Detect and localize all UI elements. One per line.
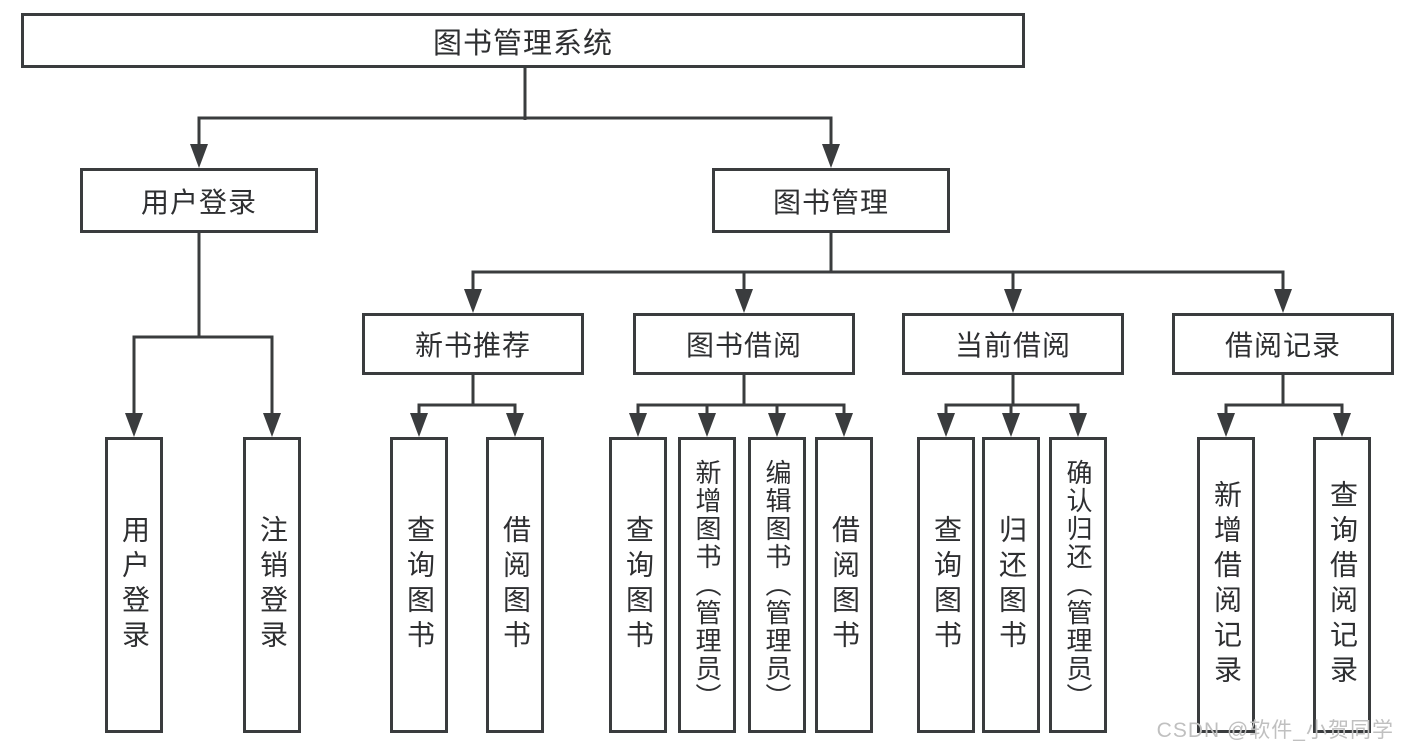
leaf-label: 新增借阅记录 [1211,480,1242,690]
edge-root-to-level2 [197,68,833,150]
leaf-borrow-books: 借阅图书 [815,437,873,733]
leaf-query-borrow-record: 查询借阅记录 [1313,437,1371,733]
arrow-icon [835,413,853,437]
leaf-query-books-current: 查询图书 [917,437,975,733]
arrow-icon [698,413,716,437]
leaf-confirm-return-admin: 确认归还（管理员） [1049,437,1107,733]
tree-edges [132,68,1344,420]
leaf-label: 查询图书 [623,515,654,655]
leaf-query-books-recommend: 查询图书 [390,437,448,733]
arrow-icon [125,413,143,437]
node-book-management: 图书管理 [712,168,950,233]
arrow-icon [1274,289,1292,313]
leaf-label: 确认归还（管理员） [1063,459,1093,711]
arrow-icon [629,413,647,437]
arrow-icon [1004,289,1022,313]
arrowheads [125,144,1351,437]
edge-book-borrow-to-children [636,375,846,420]
edge-new-book-to-children [417,375,517,420]
arrow-icon [464,289,482,313]
node-current-borrowing: 当前借阅 [902,313,1124,375]
node-borrowing-records: 借阅记录 [1172,313,1394,375]
edge-user-login-to-children [132,233,274,420]
leaf-add-books-admin: 新增图书（管理员） [678,437,736,733]
leaf-label: 新增图书（管理员） [692,459,722,711]
leaf-return-books: 归还图书 [982,437,1040,733]
arrow-icon [1069,413,1087,437]
arrow-icon [937,413,955,437]
leaf-label: 查询图书 [404,515,435,655]
arrow-icon [410,413,428,437]
arrow-icon [1217,413,1235,437]
leaf-label: 归还图书 [996,515,1027,655]
arrow-icon [822,144,840,168]
arrow-icon [1002,413,1020,437]
leaf-label: 注销登录 [257,515,288,655]
arrow-icon [768,413,786,437]
leaf-edit-books-admin: 编辑图书（管理员） [748,437,806,733]
arrow-icon [735,289,753,313]
leaf-label: 用户登录 [119,515,150,655]
node-book-borrowing: 图书借阅 [633,313,855,375]
node-user-login: 用户登录 [80,168,318,233]
arrow-icon [1333,413,1351,437]
leaf-user-login: 用户登录 [105,437,163,733]
leaf-borrow-books-recommend: 借阅图书 [486,437,544,733]
edge-current-borrow-to-children [944,375,1080,420]
leaf-query-books-borrow: 查询图书 [609,437,667,733]
leaf-add-borrow-record: 新增借阅记录 [1197,437,1255,733]
leaf-label: 查询图书 [931,515,962,655]
node-library-system: 图书管理系统 [21,13,1025,68]
edge-book-mgmt-to-level3 [471,233,1285,296]
leaf-label: 编辑图书（管理员） [762,459,792,711]
csdn-watermark: CSDN @软件_小贺同学 [1156,719,1394,742]
leaf-label: 借阅图书 [829,515,860,655]
arrow-icon [190,144,208,168]
arrow-icon [506,413,524,437]
edge-borrow-record-to-children [1224,375,1344,420]
leaf-logout: 注销登录 [243,437,301,733]
leaf-label: 借阅图书 [500,515,531,655]
node-new-book-recommend: 新书推荐 [362,313,584,375]
leaf-label: 查询借阅记录 [1327,480,1358,690]
arrow-icon [263,413,281,437]
